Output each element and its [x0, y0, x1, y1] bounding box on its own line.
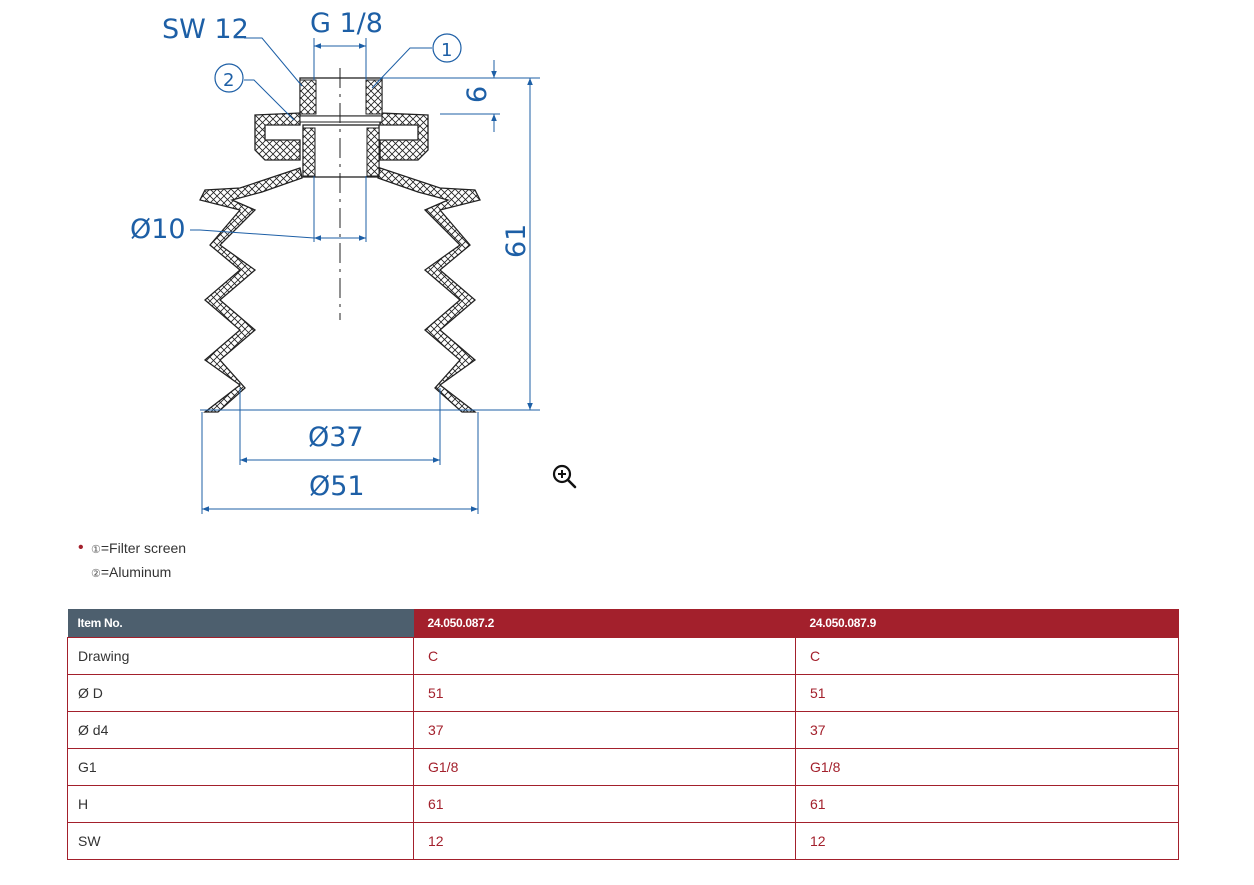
row-value: 12 — [795, 822, 1179, 860]
header-item-no: Item No. — [67, 609, 414, 638]
row-value: 61 — [795, 785, 1179, 823]
specs-table: Item No. 24.050.087.2 24.050.087.9 Drawi… — [67, 609, 1179, 860]
label-dim-6: 6 — [462, 86, 493, 103]
table-row: Ø d4 37 37 — [67, 711, 1179, 749]
table-header-row: Item No. 24.050.087.2 24.050.087.9 — [67, 609, 1179, 638]
label-d10: Ø10 — [130, 214, 186, 245]
legend-bullet: • — [78, 539, 84, 556]
top-collar-right — [379, 112, 429, 161]
row-label: Ø D — [67, 674, 414, 712]
callout-2-circle — [214, 63, 244, 93]
technical-drawing: SW 12 G 1/8 1 2 6 61 Ø10 Ø37 Ø51 — [130, 8, 540, 514]
filter-screen — [299, 115, 383, 123]
label-callout-2: 2 — [223, 70, 234, 91]
header-variant-9: 24.050.087.9 — [795, 609, 1179, 638]
row-value: 12 — [413, 822, 796, 860]
table-row: H 61 61 — [67, 785, 1179, 823]
row-label: Drawing — [67, 637, 414, 675]
zoom-in-icon[interactable] — [551, 463, 577, 489]
label-d37: Ø37 — [308, 422, 364, 453]
row-value: C — [413, 637, 796, 675]
label-d51: Ø51 — [309, 471, 365, 502]
row-label: G1 — [67, 748, 414, 786]
row-value: 51 — [795, 674, 1179, 712]
bellows-left-wall — [199, 167, 303, 413]
row-value: 51 — [413, 674, 796, 712]
row-value: G1/8 — [413, 748, 796, 786]
header-variant-2: 24.050.087.2 — [413, 609, 796, 638]
row-value: G1/8 — [795, 748, 1179, 786]
row-label: SW — [67, 822, 414, 860]
top-collar — [254, 112, 301, 161]
row-value: 37 — [413, 711, 796, 749]
row-label: Ø d4 — [67, 711, 414, 749]
table-row: G1 G1/8 G1/8 — [67, 748, 1179, 786]
row-value: 37 — [795, 711, 1179, 749]
row-value: C — [795, 637, 1179, 675]
row-value: 61 — [413, 785, 796, 823]
legend: • ①=Filter screen ②=Aluminum — [78, 537, 186, 585]
label-sw12: SW 12 — [162, 14, 249, 45]
table-row: SW 12 12 — [67, 822, 1179, 860]
legend-item-aluminum: ②=Aluminum — [91, 564, 172, 580]
label-g18: G 1/8 — [310, 8, 383, 39]
table-row: Ø D 51 51 — [67, 674, 1179, 712]
bellows-right-wall — [377, 167, 481, 413]
legend-item-filter: ①=Filter screen — [91, 540, 187, 556]
label-dim-61: 61 — [501, 224, 532, 258]
callout-1-circle — [432, 33, 462, 63]
label-callout-1: 1 — [441, 40, 452, 61]
fitting-stem — [302, 124, 380, 178]
table-row: Drawing C C — [67, 637, 1179, 675]
row-label: H — [67, 785, 414, 823]
